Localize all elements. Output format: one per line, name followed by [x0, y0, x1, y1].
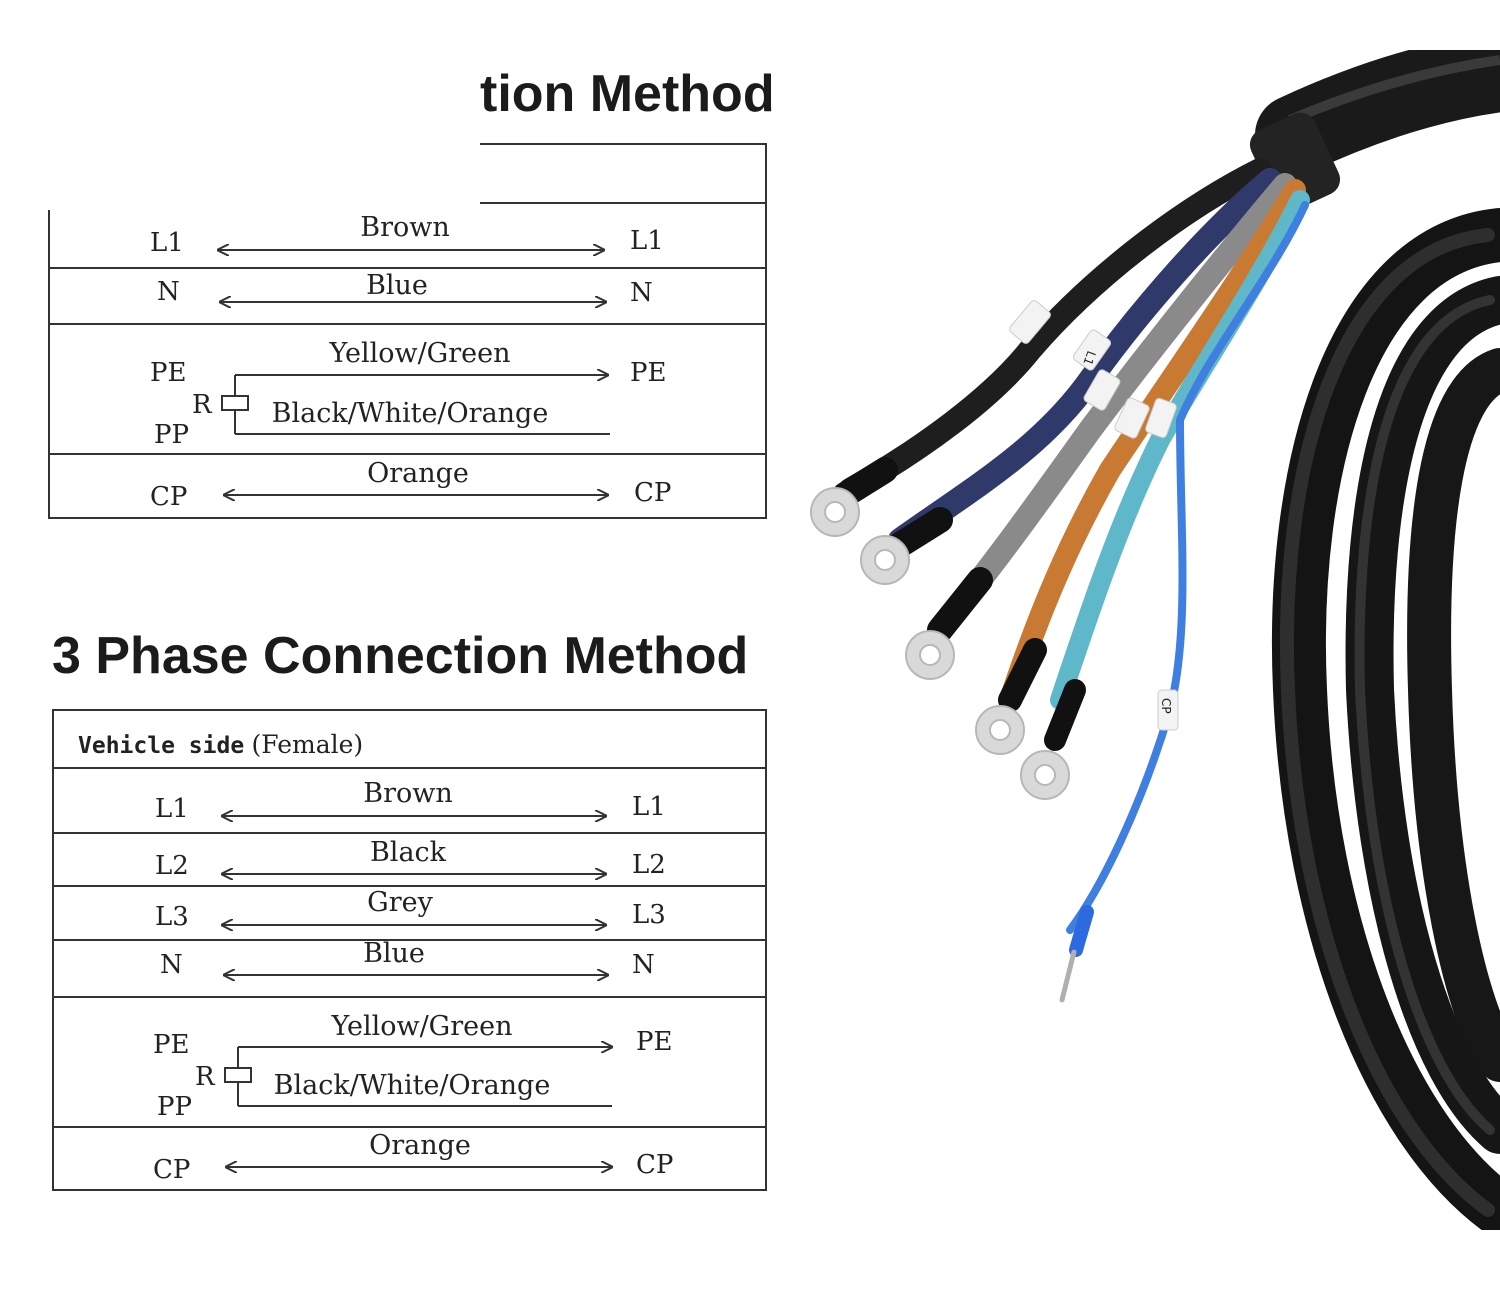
single-phase-divider: [48, 323, 767, 325]
female-label: (Female): [251, 730, 364, 759]
terminal-label-right: CP: [636, 1150, 674, 1180]
wire-color-label: Yellow/Green: [329, 338, 511, 369]
crimp-sleeves: [832, 457, 1086, 751]
wire-color-label: Orange: [369, 1130, 471, 1161]
terminal-label-left: L1: [150, 228, 184, 258]
terminal-label-right: L3: [632, 900, 666, 930]
wire-color-label: Orange: [367, 458, 469, 489]
ring-terminals: [810, 487, 1070, 800]
resistor-symbol: [221, 395, 249, 411]
terminal-label-left: CP: [150, 482, 188, 512]
terminal-label-left: N: [157, 277, 180, 307]
ev-cable-photo: L1 CP: [810, 50, 1500, 1230]
terminal-label-right: PE: [630, 358, 667, 388]
single-phase-title: tion Method: [480, 65, 775, 123]
wire-color-label: Black/White/Orange: [271, 398, 549, 429]
single-phase-diagram: [48, 143, 767, 519]
three-phase-divider: [52, 939, 767, 941]
resistor-label: R: [195, 1062, 215, 1092]
label-sleeves: [1009, 300, 1179, 731]
three-phase-divider: [52, 832, 767, 834]
terminal-label-pe: PE: [153, 1030, 190, 1060]
single-phase-divider: [48, 453, 767, 455]
terminal-label-pp: PP: [157, 1092, 192, 1122]
wire-color-label: Brown: [363, 778, 453, 809]
three-phase-divider: [52, 767, 767, 769]
cp-wire: [1066, 201, 1309, 934]
wire-color-label: Brown: [360, 212, 450, 243]
wire-color-label: Blue: [363, 938, 425, 969]
cable-label-cp: CP: [1159, 698, 1173, 714]
connection-arrows: [0, 0, 800, 1250]
cable-label-l1: L1: [1080, 349, 1098, 367]
terminal-label-right: L1: [632, 792, 666, 822]
resistor-label: R: [192, 390, 212, 420]
three-phase-diagram: [52, 709, 767, 1191]
three-phase-title: 3 Phase Connection Method: [52, 627, 749, 685]
terminal-label-left: L3: [155, 902, 189, 932]
wire-color-label: Black: [369, 837, 447, 868]
blue-navy-wire: [888, 168, 1282, 552]
terminal-label-right: PE: [636, 1027, 673, 1057]
grey-wire: [928, 173, 1297, 642]
vehicle-side-header: Vehicle side (Female): [78, 730, 363, 759]
terminal-label-pp: PP: [154, 420, 189, 450]
terminal-label-right: L2: [632, 850, 666, 880]
terminal-label-left: CP: [153, 1155, 191, 1185]
three-phase-divider: [52, 1126, 767, 1128]
single-phase-left-border: [48, 210, 50, 519]
orange-wire: [999, 179, 1306, 711]
black-wire: [838, 158, 1272, 502]
wire-color-label: Yellow/Green: [331, 1011, 513, 1042]
single-phase-divider: [48, 267, 767, 269]
wire-color-label: Grey: [367, 887, 433, 918]
single-phase-top-border: [480, 143, 767, 145]
wire-color-label: Black/White/Orange: [273, 1070, 551, 1101]
terminal-label-right: N: [632, 950, 655, 980]
terminal-label-right: CP: [634, 478, 672, 508]
three-phase-divider: [52, 996, 767, 998]
cable-jacket: [1255, 50, 1500, 175]
yellow-green-wire: [1050, 190, 1310, 710]
terminal-label-left: N: [160, 950, 183, 980]
three-phase-divider: [52, 885, 767, 887]
cp-pin: [1059, 949, 1077, 1003]
single-phase-header-divider: [480, 202, 767, 204]
terminal-label-left: L1: [155, 794, 189, 824]
resistor-symbol: [224, 1067, 252, 1083]
terminal-label-right: L1: [630, 226, 664, 256]
vehicle-side-label: Vehicle side: [78, 733, 245, 759]
terminal-label-pe: PE: [150, 358, 187, 388]
terminal-label-left: L2: [155, 851, 189, 881]
cable-coil: [1271, 208, 1500, 1230]
wires: [838, 158, 1310, 934]
wire-color-label: Blue: [366, 270, 428, 301]
cp-ferrule: [1069, 905, 1094, 957]
terminal-label-right: N: [630, 278, 653, 308]
